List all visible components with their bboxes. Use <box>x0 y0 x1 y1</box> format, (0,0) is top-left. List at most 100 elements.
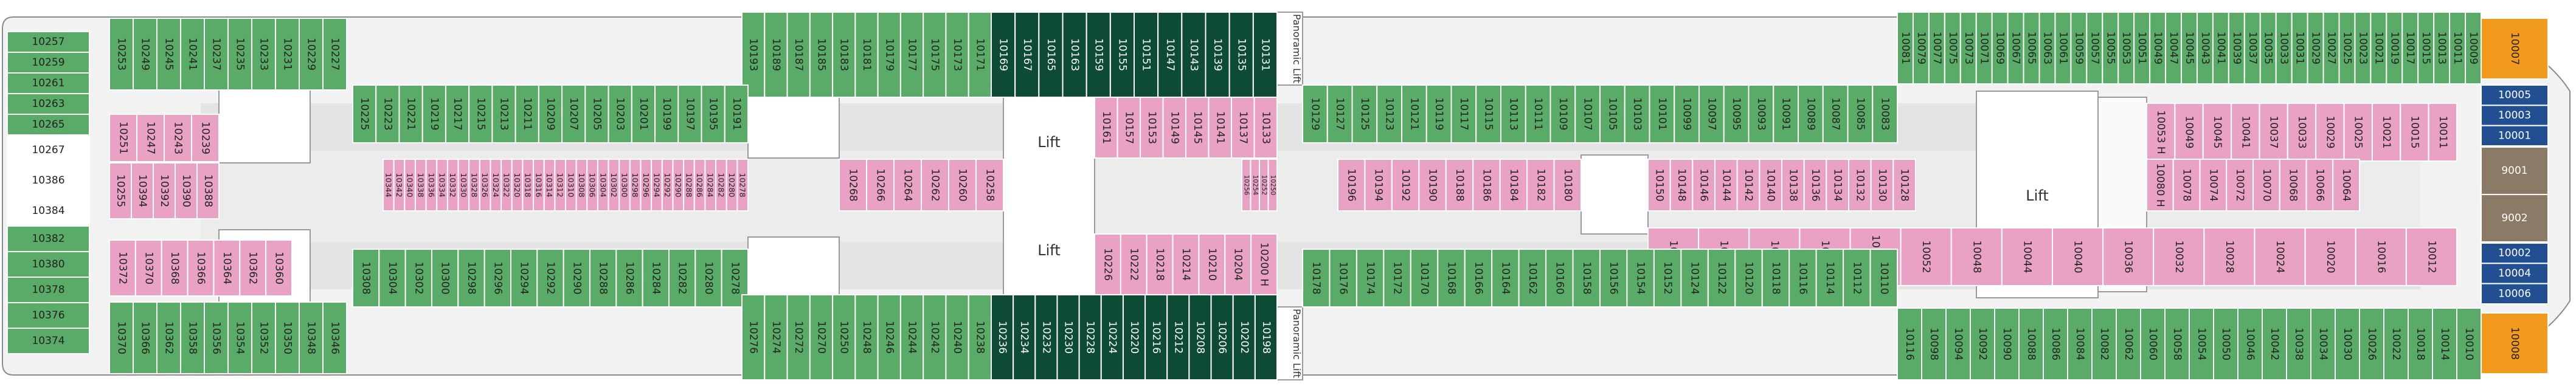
cabin-ob-top-a-8[interactable]: 10229 <box>299 18 324 91</box>
cabin-int-row-a-6[interactable]: 10332 <box>446 159 459 211</box>
cabin-ob-bot-a-4[interactable]: 10356 <box>204 301 229 374</box>
cabin-ob-bot-a-2[interactable]: 10362 <box>156 301 181 374</box>
cabin-ib-top-b-11[interactable]: 10107 <box>1574 84 1601 143</box>
cabin-ob-top-dark-6[interactable]: 10151 <box>1134 12 1159 98</box>
cabin-int-top-c-2[interactable]: 10045 <box>2202 103 2232 162</box>
cabin-ob-top-c-14[interactable]: 10053 <box>2117 12 2135 84</box>
cabin-ob-top-c-28[interactable]: 10025 <box>2338 12 2356 84</box>
cabin-int-side-a-4[interactable]: 10388 <box>196 162 220 219</box>
cabin-ob-top-c-27[interactable]: 10027 <box>2322 12 2340 84</box>
cabin-int-row-a-5[interactable]: 10334 <box>436 159 448 211</box>
cabin-int-row-a-18[interactable]: 10308 <box>575 159 588 211</box>
cabin-ib-top-b-1[interactable]: 10127 <box>1326 84 1353 143</box>
cabin-ob-top-c-21[interactable]: 10039 <box>2228 12 2245 84</box>
cabin-int-side-b-4[interactable]: 10364 <box>213 239 241 297</box>
cabin-ob-bot-dark-3[interactable]: 10230 <box>1056 294 1080 380</box>
bow-suite-top-1[interactable]: 10003 <box>2481 105 2549 126</box>
cabin-ib-bot-b-11[interactable]: 10156 <box>1599 249 1628 308</box>
cabin-ob-top-c-5[interactable]: 10071 <box>1975 12 1993 84</box>
cabin-ob-bot-dark-10[interactable]: 10206 <box>1210 294 1234 380</box>
aft-cabin-top-2[interactable]: 10261 <box>7 72 90 94</box>
cabin-ob-top-c-15[interactable]: 10051 <box>2133 12 2151 84</box>
cabin-ob-top-b-9[interactable]: 10173 <box>945 12 969 98</box>
cabin-int-row-a-11[interactable]: 10322 <box>500 159 513 211</box>
cabin-ob-top-c-17[interactable]: 10047 <box>2165 12 2183 84</box>
cabin-ob-bot-c-0[interactable]: 10116 <box>1897 308 1922 380</box>
cabin-ib-top-a-12[interactable]: 10201 <box>631 84 656 143</box>
cabin-int-row-a-27[interactable]: 10290 <box>672 159 685 211</box>
cabin-int-top-c-0[interactable]: 10053 H <box>2146 103 2176 162</box>
cabin-ob-top-a-9[interactable]: 10227 <box>322 18 347 91</box>
aft-cabin-bottom-4[interactable]: 10374 <box>7 328 90 354</box>
cabin-ib-bot-a-6[interactable]: 10294 <box>510 249 538 308</box>
cabin-int-row-f-7[interactable]: 10064 <box>2332 159 2360 211</box>
cabin-ob-top-dark-9[interactable]: 10139 <box>1205 12 1230 98</box>
cabin-int-top-a-2[interactable]: 10243 <box>164 114 192 162</box>
bow-cabin-orange-0[interactable]: 10007 <box>2481 18 2549 80</box>
cabin-ib-top-b-7[interactable]: 10115 <box>1475 84 1501 143</box>
cabin-int-top-c-4[interactable]: 10037 <box>2259 103 2288 162</box>
cabin-ib-bot-b-5[interactable]: 10168 <box>1437 249 1466 308</box>
cabin-ib-bot-b-21[interactable]: 10110 <box>1869 249 1898 308</box>
cabin-ib-bot-b-0[interactable]: 10178 <box>1302 249 1331 308</box>
cabin-ib-bot-a-12[interactable]: 10282 <box>668 249 696 308</box>
cabin-int-top-b-3[interactable]: 10149 <box>1162 97 1186 159</box>
cabin-ib-bot-b-6[interactable]: 10166 <box>1464 249 1493 308</box>
cabin-ob-bot-a-7[interactable]: 10350 <box>275 301 300 374</box>
aft-cabin-top-0[interactable]: 10257 <box>7 31 90 53</box>
cabin-int-row-a-29[interactable]: 10286 <box>693 159 706 211</box>
cabin-int-top-b-4[interactable]: 10145 <box>1185 97 1210 159</box>
cabin-ib-top-b-13[interactable]: 10103 <box>1624 84 1650 143</box>
cabin-ib-bot-a-0[interactable]: 10308 <box>352 249 380 308</box>
aft-cabin-bottom-3[interactable]: 10376 <box>7 302 90 329</box>
bow-suite-top-0[interactable]: 10005 <box>2481 84 2549 106</box>
cabin-int-top-b-0[interactable]: 10161 <box>1094 97 1118 159</box>
cabin-int-top-c-8[interactable]: 10021 <box>2371 103 2401 162</box>
cabin-int-row-a-21[interactable]: 10302 <box>608 159 620 211</box>
cabin-int-row-d-2[interactable]: 10192 <box>1391 159 1420 211</box>
cabin-int-row-a-8[interactable]: 10328 <box>468 159 480 211</box>
cabin-ib-bot-b-1[interactable]: 10176 <box>1329 249 1357 308</box>
cabin-ob-bot-c-17[interactable]: 10034 <box>2310 308 2336 380</box>
cabin-int-row-f-5[interactable]: 10068 <box>2279 159 2307 211</box>
aft-cabin-bottom-1[interactable]: 10380 <box>7 251 90 278</box>
cabin-ob-top-c-16[interactable]: 10049 <box>2149 12 2167 84</box>
cabin-int-row-a-19[interactable]: 10306 <box>586 159 598 211</box>
cabin-int-bot-b-1[interactable]: 10222 <box>1120 233 1148 295</box>
cabin-int-side-b-2[interactable]: 10368 <box>161 239 189 297</box>
cabin-int-row-d-5[interactable]: 10186 <box>1472 159 1501 211</box>
cabin-ob-top-a-4[interactable]: 10237 <box>204 18 229 91</box>
cabin-ob-bot-b-8[interactable]: 10242 <box>923 294 947 380</box>
cabin-ib-top-b-12[interactable]: 10105 <box>1599 84 1626 143</box>
cabin-ob-bot-a-0[interactable]: 10370 <box>109 301 134 374</box>
cabin-int-row-a-12[interactable]: 10320 <box>511 159 524 211</box>
cabin-int-row-b-2[interactable]: 10264 <box>893 159 922 211</box>
cabin-ib-top-a-2[interactable]: 10221 <box>398 84 423 143</box>
cabin-int-row-a-0[interactable]: 10344 <box>383 159 395 211</box>
cabin-ob-bot-c-16[interactable]: 10038 <box>2286 308 2311 380</box>
cabin-ob-top-c-3[interactable]: 10075 <box>1944 12 1961 84</box>
cabin-ob-bot-c-20[interactable]: 10022 <box>2383 308 2409 380</box>
cabin-ob-bot-b-1[interactable]: 10274 <box>764 294 788 380</box>
cabin-ib-top-b-8[interactable]: 10113 <box>1500 84 1526 143</box>
cabin-ob-top-c-24[interactable]: 10033 <box>2275 12 2293 84</box>
cabin-ob-top-c-33[interactable]: 10015 <box>2417 12 2435 84</box>
cabin-int-row-a-26[interactable]: 10292 <box>661 159 674 211</box>
cabin-ob-top-a-1[interactable]: 10249 <box>133 18 158 91</box>
cabin-ob-bot-c-7[interactable]: 10084 <box>2067 308 2093 380</box>
cabin-ob-top-c-31[interactable]: 10019 <box>2386 12 2403 84</box>
cabin-int-top-a-1[interactable]: 10247 <box>136 114 165 162</box>
cabin-ib-top-b-20[interactable]: 10089 <box>1798 84 1824 143</box>
cabin-int-bot-c-6[interactable]: 10048 <box>1950 227 2003 286</box>
cabin-ib-bot-b-8[interactable]: 10162 <box>1518 249 1547 308</box>
cabin-int-row-b-3[interactable]: 10262 <box>921 159 949 211</box>
cabin-ib-top-a-14[interactable]: 10197 <box>677 84 702 143</box>
cabin-ob-bot-c-13[interactable]: 10050 <box>2213 308 2238 380</box>
cabin-ob-top-b-5[interactable]: 10181 <box>854 12 879 98</box>
cabin-int-bot-b-3[interactable]: 10214 <box>1172 233 1200 295</box>
cabin-ob-bot-b-0[interactable]: 10276 <box>741 294 766 380</box>
cabin-int-row-a-4[interactable]: 10336 <box>425 159 438 211</box>
cabin-ib-bot-b-16[interactable]: 10120 <box>1734 249 1763 308</box>
cabin-int-row-a-30[interactable]: 10284 <box>704 159 717 211</box>
aft-cabin-mid-2[interactable]: 10384 <box>7 195 90 227</box>
